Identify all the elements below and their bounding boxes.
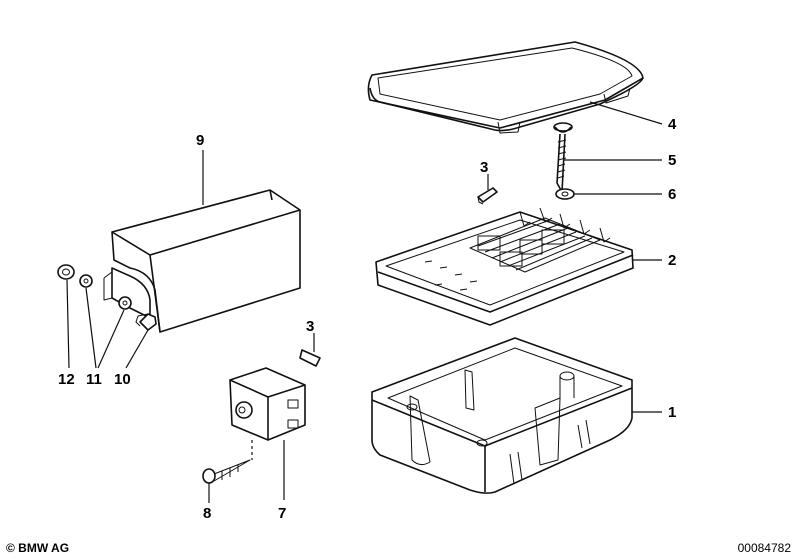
- callout-1: 1: [668, 404, 676, 421]
- callout-10: 10: [114, 371, 131, 388]
- part-3-fuse-upper[interactable]: [477, 187, 498, 205]
- part-1-housing-base[interactable]: [371, 337, 633, 494]
- part-2-fuse-carrier[interactable]: [375, 207, 634, 326]
- part-9-cover[interactable]: [103, 189, 301, 333]
- callout-5: 5: [668, 152, 676, 169]
- part-6-washer[interactable]: [555, 188, 575, 200]
- callout-7: 7: [278, 505, 286, 522]
- leader-lines: [66, 101, 663, 503]
- part-8-screw[interactable]: [202, 459, 251, 484]
- callout-labels: 1 2 3 3 4 5 6 7 8 9 10 11 12: [58, 116, 677, 522]
- part-3-fuse-lower[interactable]: [299, 349, 321, 367]
- part-4-lid[interactable]: [367, 41, 644, 134]
- callout-6: 6: [668, 186, 676, 203]
- part-12-nut[interactable]: [57, 264, 75, 280]
- part-5-screw[interactable]: [553, 122, 573, 193]
- part-10-bolt[interactable]: [135, 313, 157, 331]
- callout-8: 8: [203, 505, 211, 522]
- callout-11: 11: [86, 371, 102, 388]
- callout-12: 12: [58, 371, 75, 388]
- callout-4: 4: [668, 116, 677, 133]
- part-11-washers[interactable]: [79, 274, 132, 310]
- callout-3-lower: 3: [306, 318, 314, 335]
- callout-3-upper: 3: [480, 159, 488, 176]
- callout-2: 2: [668, 252, 676, 269]
- copyright-notice: © BMW AG: [6, 541, 70, 555]
- part-7-relay[interactable]: [229, 367, 306, 441]
- callout-9: 9: [196, 132, 204, 149]
- document-number: 00084782: [737, 541, 791, 555]
